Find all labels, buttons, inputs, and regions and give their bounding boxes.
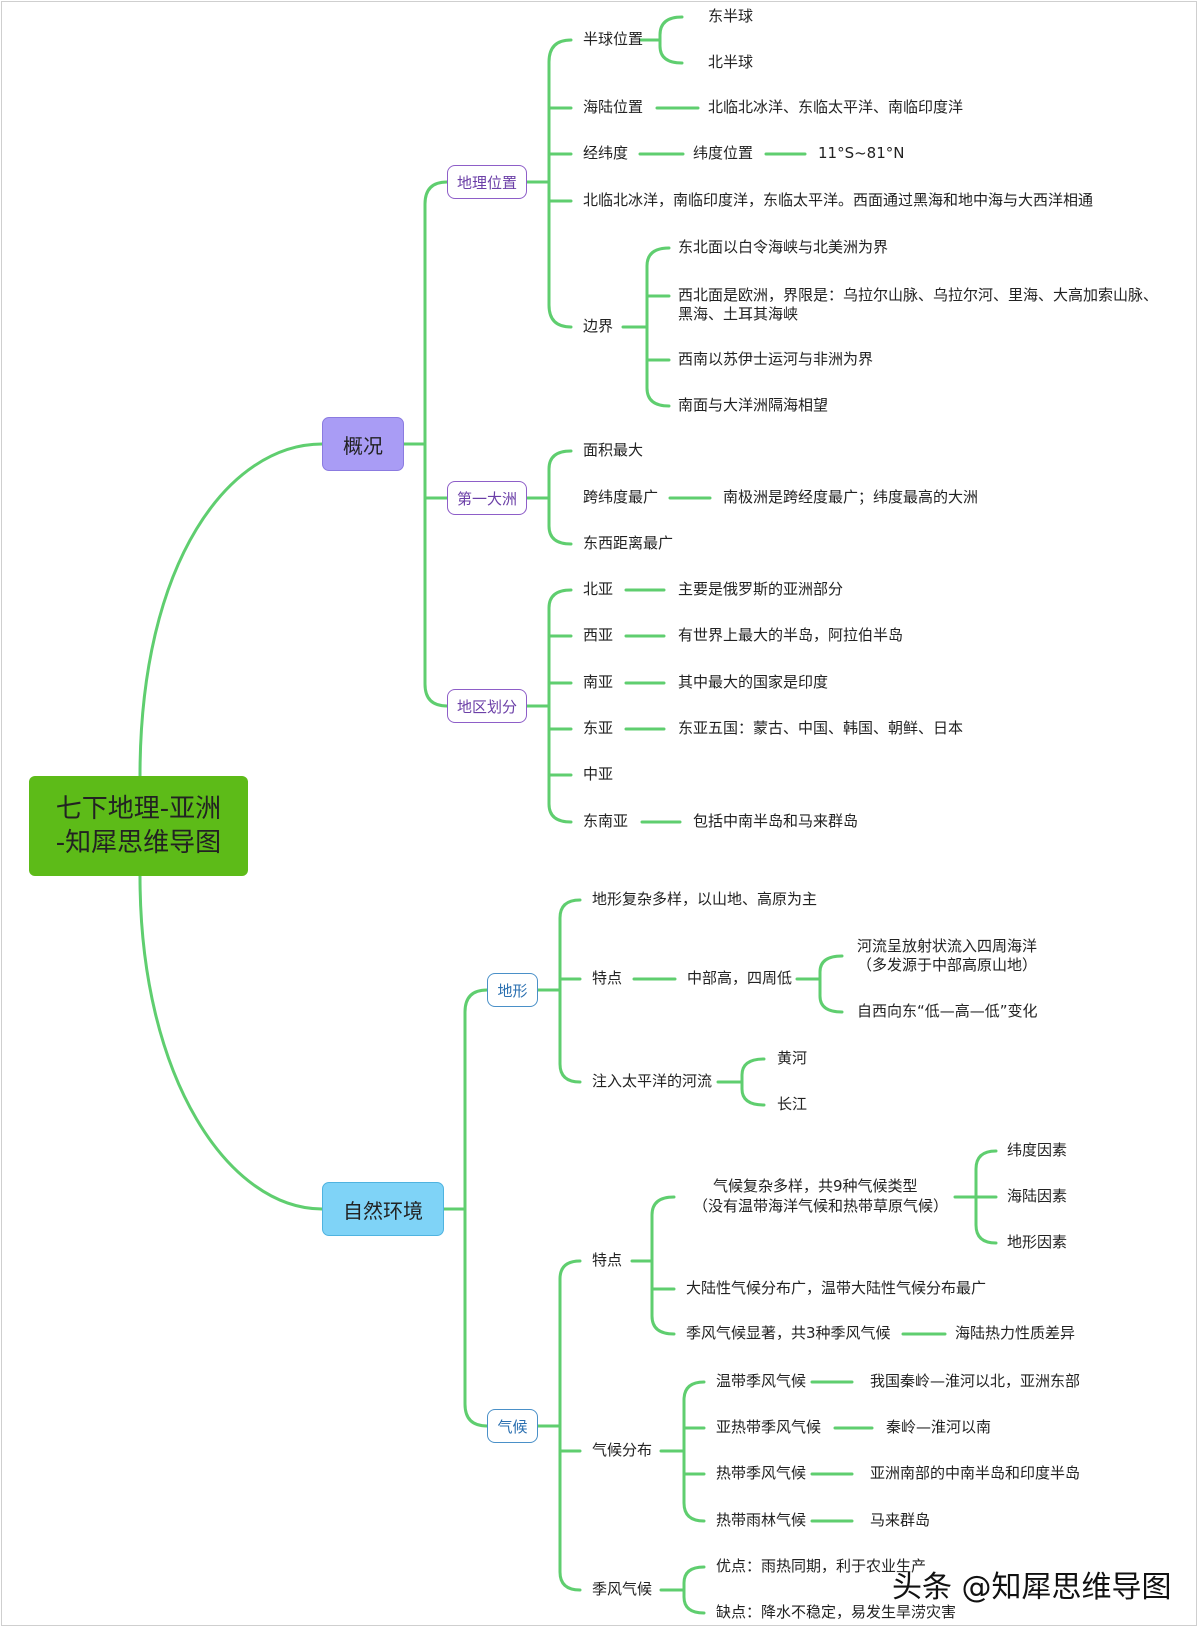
root-topic[interactable]: 七下地理-亚洲 -知犀思维导图 (29, 776, 248, 876)
subtopic-largest-label: 第一大洲 (456, 489, 517, 508)
subtopic-climate-label: 气候 (497, 1417, 528, 1436)
node-climate-complex-2[interactable]: （没有温带海洋气候和热带草原气候） (693, 1197, 949, 1215)
node-region-east-desc[interactable]: 东亚五国：蒙古、中国、韩国、朝鲜、日本 (678, 719, 964, 737)
edge-root-overview (138, 442, 324, 778)
watermark: 头条 @知犀思维导图 (892, 1570, 1172, 1605)
topic-nature-label: 自然环境 (343, 1198, 423, 1223)
node-temperate-monsoon-where[interactable]: 我国秦岭—淮河以北，亚洲东部 (870, 1372, 1081, 1390)
node-monsoon-con[interactable]: 缺点：降水不稳定，易发生旱涝灾害 (716, 1603, 957, 1621)
node-land-sea-value[interactable]: 北临北冰洋、东临太平洋、南临印度洋 (708, 98, 964, 116)
node-land-sea[interactable]: 海陆位置 (583, 98, 644, 116)
root-title-line1: 七下地理-亚洲 (55, 794, 222, 824)
node-rivers-radial-note[interactable]: （多发源于中部高原山地） (857, 956, 1038, 974)
subtopic-regions[interactable]: 地区划分 (447, 689, 527, 723)
node-region-east[interactable]: 东亚 (583, 719, 614, 737)
node-lat-span-value[interactable]: 南极洲是跨经度最广；纬度最高的大洲 (723, 488, 979, 506)
node-lat-span[interactable]: 跨纬度最广 (583, 488, 659, 506)
node-region-southeast-desc[interactable]: 包括中南半岛和马来群岛 (693, 812, 859, 830)
node-rivers-radial[interactable]: 河流呈放射状流入四周海洋 (857, 937, 1038, 955)
subtopic-terrain-label: 地形 (497, 981, 528, 1000)
node-factor-latitude[interactable]: 纬度因素 (1007, 1141, 1068, 1159)
subtopic-climate[interactable]: 气候 (487, 1409, 538, 1443)
node-north-hemisphere[interactable]: 北半球 (708, 53, 754, 71)
node-region-north-desc[interactable]: 主要是俄罗斯的亚洲部分 (678, 580, 844, 598)
subtopic-geo-position-label: 地理位置 (456, 173, 517, 192)
node-terrain-summary[interactable]: 地形复杂多样，以山地、高原为主 (592, 890, 818, 908)
node-factor-terrain[interactable]: 地形因素 (1007, 1233, 1068, 1251)
subtopic-terrain[interactable]: 地形 (487, 973, 538, 1007)
node-monsoon-reason[interactable]: 海陆热力性质差异 (955, 1324, 1076, 1342)
node-lat-position[interactable]: 纬度位置 (693, 144, 754, 162)
node-tropical-rainforest[interactable]: 热带雨林气候 (716, 1511, 807, 1529)
node-climate-distribution[interactable]: 气候分布 (592, 1441, 653, 1459)
node-lat-range[interactable]: 11°S~81°N (818, 144, 905, 162)
node-boundary-sw[interactable]: 西南以苏伊士运河与非洲为界 (678, 350, 874, 368)
node-monsoon-notable[interactable]: 季风气候显著，共3种季风气候 (686, 1324, 891, 1342)
node-tropical-rainforest-where[interactable]: 马来群岛 (870, 1511, 931, 1529)
node-subtropical-monsoon[interactable]: 亚热带季风气候 (716, 1418, 822, 1436)
root-title-line2: -知犀思维导图 (55, 828, 222, 858)
topic-overview[interactable]: 概况 (322, 417, 404, 471)
node-region-west[interactable]: 西亚 (583, 626, 614, 644)
subtopic-largest[interactable]: 第一大洲 (447, 481, 527, 515)
node-climate-feature[interactable]: 特点 (592, 1251, 623, 1269)
node-factor-landsea[interactable]: 海陆因素 (1007, 1187, 1068, 1205)
node-yangtze[interactable]: 长江 (777, 1095, 808, 1113)
node-region-southeast[interactable]: 东南亚 (583, 812, 629, 830)
node-terrain-mid[interactable]: 中部高，四周低 (687, 969, 793, 987)
node-west-east-profile[interactable]: 自西向东“低—高—低”变化 (857, 1002, 1038, 1020)
node-largest-area[interactable]: 面积最大 (583, 441, 644, 459)
node-region-central[interactable]: 中亚 (583, 765, 614, 783)
node-terrain-feature[interactable]: 特点 (592, 969, 623, 987)
node-boundary-s[interactable]: 南面与大洋洲隔海相望 (678, 396, 829, 414)
node-region-south-desc[interactable]: 其中最大的国家是印度 (678, 673, 829, 691)
topic-nature[interactable]: 自然环境 (322, 1182, 444, 1236)
node-pacific-rivers[interactable]: 注入太平洋的河流 (592, 1072, 713, 1090)
node-monsoon-pro[interactable]: 优点：雨热同期，利于农业生产 (716, 1557, 927, 1575)
node-lat-lon[interactable]: 经纬度 (583, 144, 629, 162)
node-hemisphere[interactable]: 半球位置 (583, 30, 644, 48)
node-boundary-nw[interactable]: 西北面是欧洲，界限是：乌拉尔山脉、乌拉尔河、里海、大高加索山脉、黑海、土耳其海峡 (678, 286, 1159, 323)
node-boundary-ne[interactable]: 东北面以白令海峡与北美洲为界 (678, 238, 889, 256)
node-temperate-monsoon[interactable]: 温带季风气候 (716, 1372, 807, 1390)
node-monsoon-climate[interactable]: 季风气候 (592, 1580, 653, 1598)
node-climate-complex-1[interactable]: 气候复杂多样，共9种气候类型 (713, 1177, 918, 1195)
node-yellow-river[interactable]: 黄河 (777, 1049, 808, 1067)
node-tropical-monsoon[interactable]: 热带季风气候 (716, 1464, 807, 1482)
edge-root-nature (138, 874, 324, 1211)
subtopic-geo-position[interactable]: 地理位置 (447, 165, 527, 199)
subtopic-regions-label: 地区划分 (456, 697, 517, 716)
node-oceans-note[interactable]: 北临北冰洋，南临印度洋，东临太平洋。西面通过黑海和地中海与大西洋相通 (583, 191, 1094, 209)
node-tropical-monsoon-where[interactable]: 亚洲南部的中南半岛和印度半岛 (870, 1464, 1081, 1482)
node-region-west-desc[interactable]: 有世界上最大的半岛，阿拉伯半岛 (678, 626, 904, 644)
node-continental[interactable]: 大陆性气候分布广，温带大陆性气候分布最广 (686, 1279, 987, 1297)
node-region-south[interactable]: 南亚 (583, 673, 614, 691)
topic-overview-label: 概况 (343, 433, 383, 458)
node-east-hemisphere[interactable]: 东半球 (708, 7, 754, 25)
node-boundary[interactable]: 边界 (583, 317, 614, 335)
node-region-north[interactable]: 北亚 (583, 580, 614, 598)
node-ew-distance[interactable]: 东西距离最广 (583, 534, 674, 552)
node-subtropical-monsoon-where[interactable]: 秦岭—淮河以南 (886, 1418, 992, 1436)
